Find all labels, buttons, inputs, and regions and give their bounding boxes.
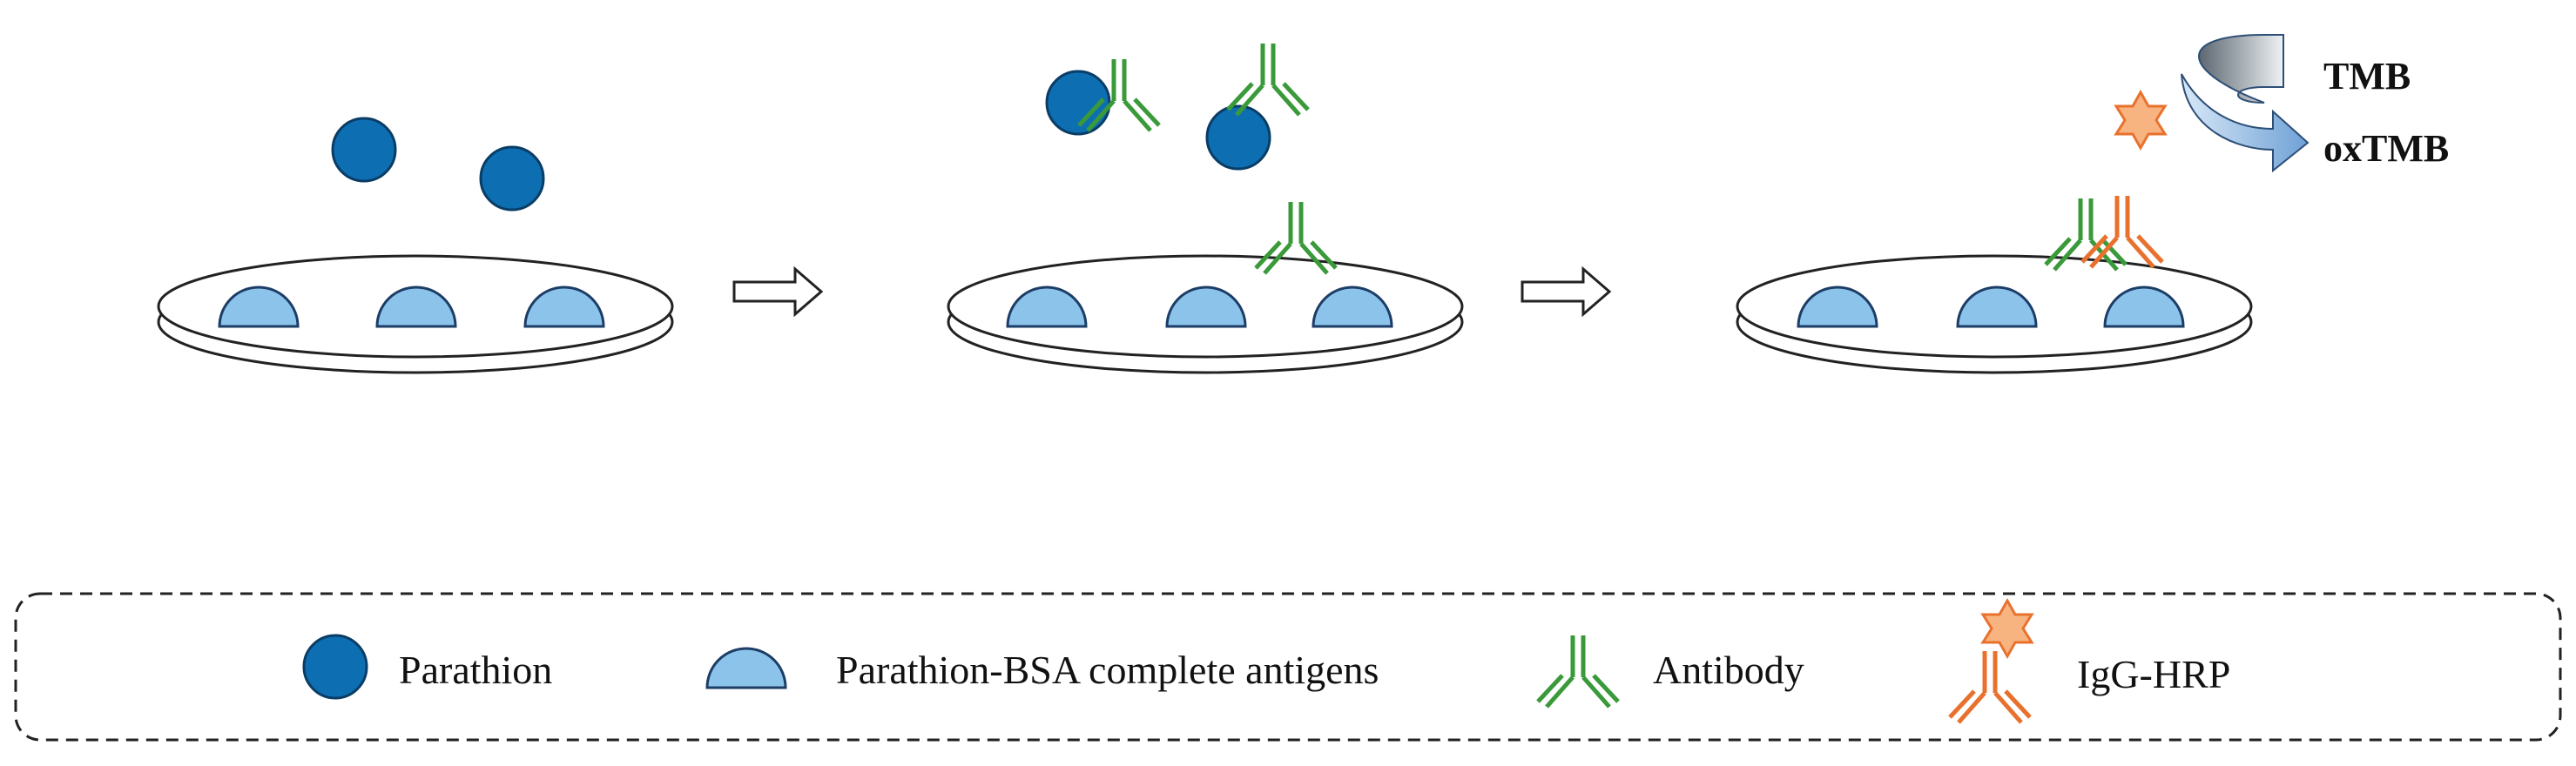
antigen-legend-icon — [705, 647, 787, 689]
igg-hrp-bound-3 — [2082, 196, 2162, 267]
parathion-1b — [479, 145, 545, 212]
panel-2 — [947, 44, 1464, 374]
antibody-free-2b — [1228, 44, 1308, 115]
hrp-star-legend-icon — [1981, 599, 2033, 658]
legend-border — [14, 592, 2562, 742]
parathion-legend-icon — [302, 634, 368, 700]
legend-igg-hrp-label: IgG-HRP — [2077, 652, 2230, 696]
legend-parathion-label: Parathion — [399, 648, 552, 692]
panel-3: TMB oxTMB — [1736, 34, 2449, 374]
igg-hrp-legend-icon — [1950, 651, 2030, 722]
legend-antigen-label: Parathion-BSA complete antigens — [836, 648, 1379, 692]
hrp-star-3 — [2114, 91, 2167, 150]
legend-antibody-label: Antibody — [1653, 648, 1804, 692]
panel-1 — [157, 117, 674, 374]
parathion-1a — [331, 117, 397, 183]
parathion-2b — [1205, 104, 1271, 171]
flow-arrow-1 — [732, 267, 823, 316]
product-label: oxTMB — [2323, 127, 2449, 170]
reaction-arrow — [2181, 34, 2310, 173]
substrate-label: TMB — [2323, 55, 2411, 97]
flow-arrow-2 — [1521, 267, 1611, 316]
legend: Parathion Parathion-BSA complete antigen… — [14, 592, 2562, 742]
antibody-legend-icon — [1538, 635, 1618, 707]
